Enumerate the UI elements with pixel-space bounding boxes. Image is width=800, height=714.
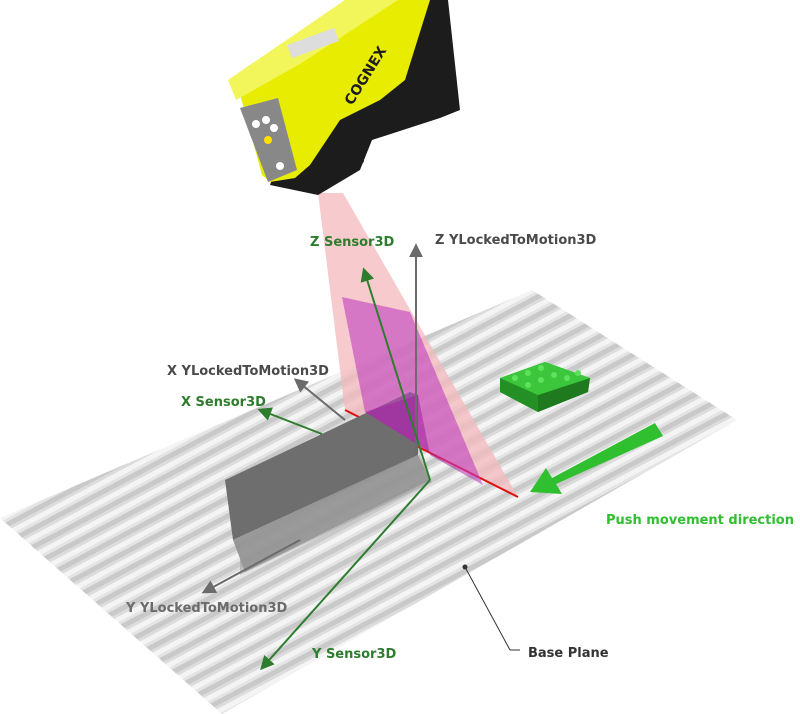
y-ylocked-label: Y YLockedToMotion3D [125, 601, 288, 616]
y-ylocked-axis [201, 539, 301, 594]
scan-plane [342, 297, 483, 485]
base-plane-label: Base Plane [528, 646, 609, 661]
sensor-3d: COGNEX [228, 0, 460, 195]
z-sensor3d-axis [360, 267, 431, 481]
sensor-warning-label [340, 150, 364, 172]
sensor-led-3 [270, 124, 278, 132]
y-sensor3d-axis [260, 479, 431, 671]
y-sensor3d-label: Y Sensor3D [311, 647, 396, 662]
box-shadow-face [240, 455, 432, 575]
sensor-barcode-label [287, 27, 339, 59]
z-sensor3d-label: Z Sensor3D [310, 235, 395, 250]
base-plane-anchor-dot [462, 564, 468, 570]
sensor-led-4 [264, 136, 272, 144]
x-sensor3d-label: X Sensor3D [181, 395, 266, 410]
x-ylocked-axis [293, 378, 346, 421]
base-plane-pointer-line [464, 566, 511, 651]
x-ylocked-label: X YLockedToMotion3D [167, 364, 329, 379]
sensor-led-2 [262, 116, 270, 124]
sensor-led-5 [276, 162, 284, 170]
green-part [500, 362, 590, 412]
sensor-led-1 [252, 120, 260, 128]
box-top-face [225, 392, 418, 540]
push-direction-label: Push movement direction [606, 513, 794, 528]
x-sensor3d-axis [257, 407, 323, 435]
z-ylocked-label: Z YLockedToMotion3D [435, 233, 597, 248]
scan-plane-lower [365, 395, 483, 485]
push-direction-arrow [530, 423, 663, 494]
